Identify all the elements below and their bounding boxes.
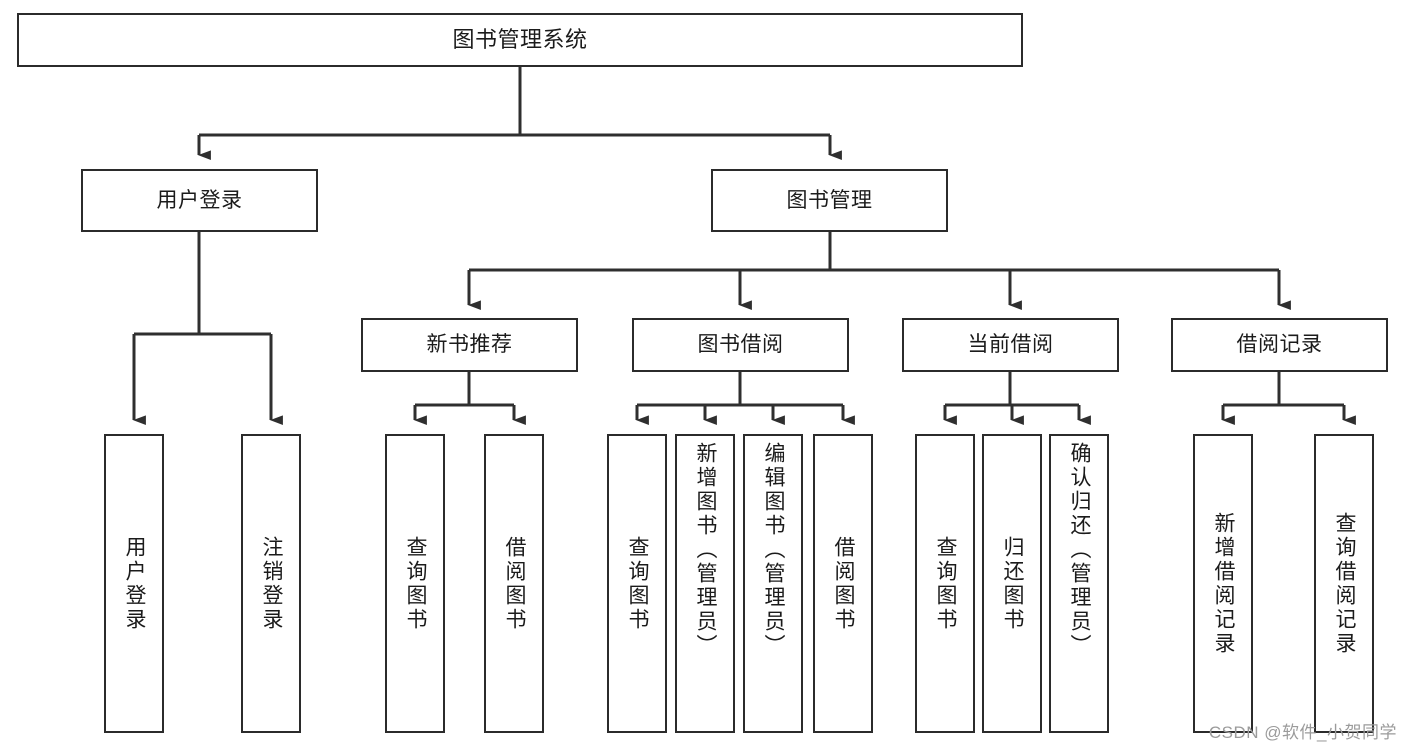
node-label: 图书管理系统 xyxy=(452,27,588,53)
node-book-borrow[interactable]: 图书借阅 xyxy=(632,318,849,372)
leaf-borrow-record-query-record[interactable]: 查询借阅记录 xyxy=(1314,434,1374,733)
node-label: 编辑图书（管理员） xyxy=(762,442,786,658)
node-label: 查询图书 xyxy=(934,535,958,632)
node-label: 用户登录 xyxy=(156,188,243,212)
node-borrow-record[interactable]: 借阅记录 xyxy=(1171,318,1388,372)
node-label: 归还图书 xyxy=(1001,535,1025,632)
node-label: 查询图书 xyxy=(626,535,650,632)
node-new-book-recommend[interactable]: 新书推荐 xyxy=(361,318,578,372)
leaf-book-borrow-add-book-admin[interactable]: 新增图书（管理员） xyxy=(675,434,735,733)
node-label: 借阅记录 xyxy=(1236,333,1323,357)
node-root-book-management-system[interactable]: 图书管理系统 xyxy=(17,13,1023,67)
node-label: 查询图书 xyxy=(404,535,428,632)
leaf-book-borrow-borrow-book[interactable]: 借阅图书 xyxy=(813,434,873,733)
watermark-text: CSDN @软件_小贺同学 xyxy=(1208,723,1397,742)
node-label: 新增借阅记录 xyxy=(1212,511,1236,656)
leaf-current-borrow-confirm-return-admin[interactable]: 确认归还（管理员） xyxy=(1049,434,1109,733)
node-label: 确认归还（管理员） xyxy=(1068,442,1092,658)
node-book-management[interactable]: 图书管理 xyxy=(711,169,948,232)
node-current-borrow[interactable]: 当前借阅 xyxy=(902,318,1119,372)
leaf-book-borrow-edit-book-admin[interactable]: 编辑图书（管理员） xyxy=(743,434,803,733)
node-user-login[interactable]: 用户登录 xyxy=(81,169,318,232)
node-label: 借阅图书 xyxy=(503,535,527,632)
node-label: 查询借阅记录 xyxy=(1333,511,1357,656)
leaf-new-book-borrow-book[interactable]: 借阅图书 xyxy=(484,434,544,733)
node-label: 新增图书（管理员） xyxy=(694,442,718,658)
leaf-user-login-logout[interactable]: 注销登录 xyxy=(241,434,301,733)
node-label: 图书管理 xyxy=(786,188,873,212)
leaf-current-borrow-query-book[interactable]: 查询图书 xyxy=(915,434,975,733)
leaf-user-login-login[interactable]: 用户登录 xyxy=(104,434,164,733)
node-label: 用户登录 xyxy=(123,535,147,632)
leaf-book-borrow-query-book[interactable]: 查询图书 xyxy=(607,434,667,733)
node-label: 新书推荐 xyxy=(426,333,513,357)
node-label: 借阅图书 xyxy=(832,535,856,632)
leaf-new-book-query-book[interactable]: 查询图书 xyxy=(385,434,445,733)
leaf-current-borrow-return-book[interactable]: 归还图书 xyxy=(982,434,1042,733)
leaf-borrow-record-add-record[interactable]: 新增借阅记录 xyxy=(1193,434,1253,733)
node-label: 注销登录 xyxy=(260,535,284,632)
node-label: 图书借阅 xyxy=(697,333,784,357)
node-label: 当前借阅 xyxy=(967,333,1054,357)
